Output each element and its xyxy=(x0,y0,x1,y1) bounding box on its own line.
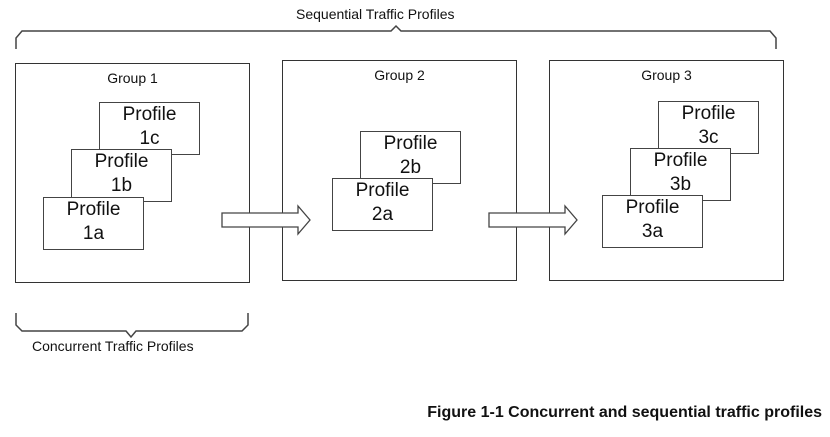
sequential-label: Sequential Traffic Profiles xyxy=(296,6,455,22)
group-2-box: Group 2 xyxy=(282,60,517,281)
group-1-title: Group 1 xyxy=(107,70,158,86)
profile-2b-line2: 2b xyxy=(399,157,422,178)
profile-3a: Profile 3a xyxy=(602,195,703,248)
profile-1b-line1: Profile xyxy=(94,151,149,172)
group-3-title: Group 3 xyxy=(641,67,692,83)
profile-2a-line1: Profile xyxy=(355,180,410,201)
profile-1a-line1: Profile xyxy=(66,199,121,220)
group-2-title: Group 2 xyxy=(374,67,425,83)
profile-1c: Profile 1c xyxy=(99,102,200,155)
profile-1b-line2: 1b xyxy=(110,175,133,196)
concurrent-brace xyxy=(15,313,249,339)
concurrent-label: Concurrent Traffic Profiles xyxy=(32,338,194,354)
profile-3c-line1: Profile xyxy=(681,103,736,124)
figure-caption: Figure 1-1 Concurrent and sequential tra… xyxy=(427,404,822,421)
profile-1a-line2: 1a xyxy=(82,223,105,244)
profile-1a: Profile 1a xyxy=(43,197,144,250)
profile-3a-line2: 3a xyxy=(641,221,664,242)
profile-3b-line1: Profile xyxy=(653,150,708,171)
sequential-brace xyxy=(15,24,777,49)
profile-3b: Profile 3b xyxy=(630,148,731,201)
profile-2b: Profile 2b xyxy=(360,131,461,184)
profile-3c-line2: 3c xyxy=(698,127,719,148)
profile-1b: Profile 1b xyxy=(71,149,172,202)
profile-1c-line1: Profile xyxy=(122,104,177,125)
profile-3c: Profile 3c xyxy=(658,101,759,154)
profile-2a-line2: 2a xyxy=(371,204,394,225)
profile-3a-line1: Profile xyxy=(625,197,680,218)
profile-1c-line2: 1c xyxy=(139,128,160,149)
profile-2a: Profile 2a xyxy=(332,178,433,231)
profile-3b-line2: 3b xyxy=(669,174,692,195)
profile-2b-line1: Profile xyxy=(383,133,438,154)
